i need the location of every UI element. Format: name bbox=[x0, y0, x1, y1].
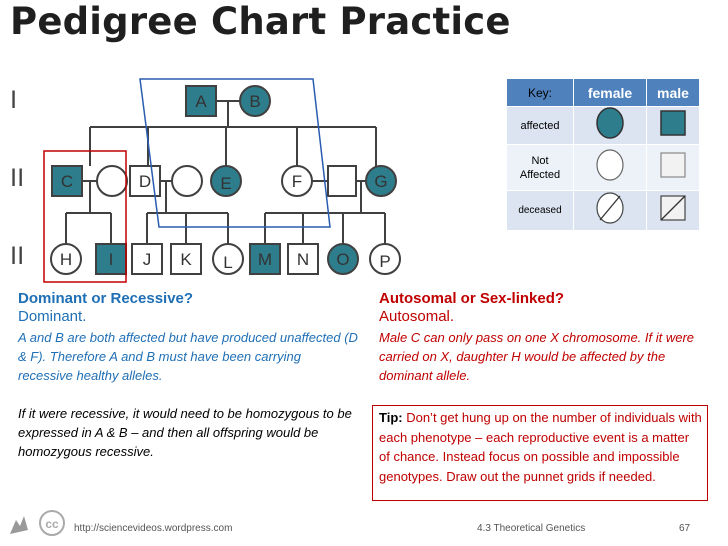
individual-g-affected-female bbox=[365, 165, 397, 197]
individual-p-unaffected-female bbox=[369, 243, 401, 275]
highlight-blue-trapezoid bbox=[139, 78, 331, 228]
label-k: K bbox=[180, 250, 192, 269]
label-a: A bbox=[195, 92, 207, 111]
key-deceased-label: deceased bbox=[506, 190, 574, 231]
key-unaffected-male bbox=[646, 144, 700, 191]
page-number: 67 bbox=[679, 523, 691, 534]
individual-unaffected-female-1 bbox=[96, 165, 128, 197]
question-autosomal-sexlinked: Autosomal or Sex-linked? Autosomal. Male… bbox=[379, 290, 719, 385]
label-h: H bbox=[60, 250, 72, 269]
footer-url[interactable]: http://sciencevideos.wordpress.com bbox=[74, 523, 233, 534]
individual-o-affected-female bbox=[327, 243, 359, 275]
tip-text: Don’t get hung up on the number of indiv… bbox=[379, 410, 702, 484]
label-b: B bbox=[249, 92, 260, 111]
key-unaffected-female bbox=[573, 144, 647, 191]
question2-heading: Autosomal or Sex-linked? bbox=[379, 290, 565, 307]
question1-explanation: A and B are both affected but have produ… bbox=[18, 330, 358, 383]
question1-heading: Dominant or Recessive? bbox=[18, 290, 194, 307]
individual-unaffected-male bbox=[327, 165, 357, 197]
key-deceased-male bbox=[646, 190, 700, 231]
individual-k-unaffected-male bbox=[170, 243, 202, 275]
question1-answer: Dominant. bbox=[18, 308, 87, 325]
label-j: J bbox=[143, 250, 152, 269]
individual-c-affected-male bbox=[51, 165, 83, 197]
footer-course: 4.3 Theoretical Genetics bbox=[477, 523, 586, 534]
individual-j-unaffected-male bbox=[131, 243, 163, 275]
generation-label-1: I bbox=[10, 86, 18, 114]
key-affected-female bbox=[573, 106, 647, 145]
question1-explanation-2: If it were recessive, it would need to b… bbox=[18, 406, 352, 459]
tip-box: Tip: Don’t get hung up on the number of … bbox=[372, 405, 708, 501]
label-p: P bbox=[379, 252, 390, 271]
label-f: F bbox=[292, 172, 302, 191]
label-o: O bbox=[336, 250, 349, 269]
individual-n-unaffected-male bbox=[287, 243, 319, 275]
highlight-red-box bbox=[43, 150, 127, 283]
individual-b-affected-female bbox=[239, 85, 271, 117]
individual-l-unaffected-female bbox=[212, 243, 244, 275]
creative-commons-logo: cc bbox=[6, 506, 66, 542]
key-male-header: male bbox=[646, 78, 700, 107]
label-n: N bbox=[297, 250, 309, 269]
label-c: C bbox=[61, 172, 73, 191]
individual-f-unaffected-female bbox=[281, 165, 313, 197]
individual-e-affected-female bbox=[210, 165, 242, 197]
question2-answer: Autosomal. bbox=[379, 308, 455, 325]
individual-i-affected-male bbox=[95, 243, 127, 275]
generation-label-2: II bbox=[10, 164, 25, 192]
label-e: E bbox=[220, 174, 231, 193]
individual-unaffected-female-2 bbox=[171, 165, 203, 197]
page-title: Pedigree Chart Practice bbox=[10, 0, 511, 43]
key-header: Key: bbox=[506, 78, 574, 107]
question2-explanation: Male C can only pass on one X chromosome… bbox=[379, 330, 695, 383]
individual-m-affected-male bbox=[249, 243, 281, 275]
question-dominant-recessive: Dominant or Recessive? Dominant. A and B… bbox=[18, 290, 358, 461]
generation-label-3: II bbox=[10, 242, 25, 270]
key-affected-male bbox=[646, 106, 700, 145]
individual-h-unaffected-female bbox=[50, 243, 82, 275]
label-l: L bbox=[223, 253, 232, 272]
label-g: G bbox=[374, 172, 387, 191]
pedigree-diagram: A B C D E F G H I J K L M N O P bbox=[43, 78, 401, 283]
key-affected-label: affected bbox=[506, 106, 574, 145]
individual-a-affected-male bbox=[185, 85, 217, 117]
label-i: I bbox=[109, 250, 114, 269]
key-female-header: female bbox=[573, 78, 647, 107]
key-deceased-female bbox=[573, 190, 647, 231]
tip-label: Tip: bbox=[379, 410, 403, 425]
svg-text:cc: cc bbox=[45, 517, 59, 531]
label-m: M bbox=[258, 250, 272, 269]
label-d: D bbox=[139, 172, 151, 191]
